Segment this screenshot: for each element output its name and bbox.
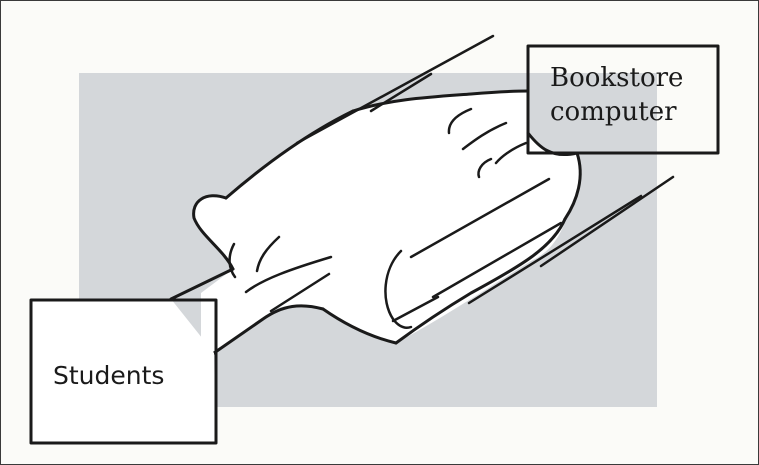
pipe-outline [169,89,582,355]
node-students: Students [29,298,218,445]
bookstore-label-line-2: computer [550,97,677,127]
students-box [29,298,218,445]
speed-lines [269,34,675,323]
students-label: Students [53,361,164,390]
bookstore-label-line-1: Bookstore [550,63,683,93]
node-bookstore-computer: Bookstore computer [526,44,720,155]
bookstore-box [526,44,720,155]
pipe-curls [228,107,528,329]
